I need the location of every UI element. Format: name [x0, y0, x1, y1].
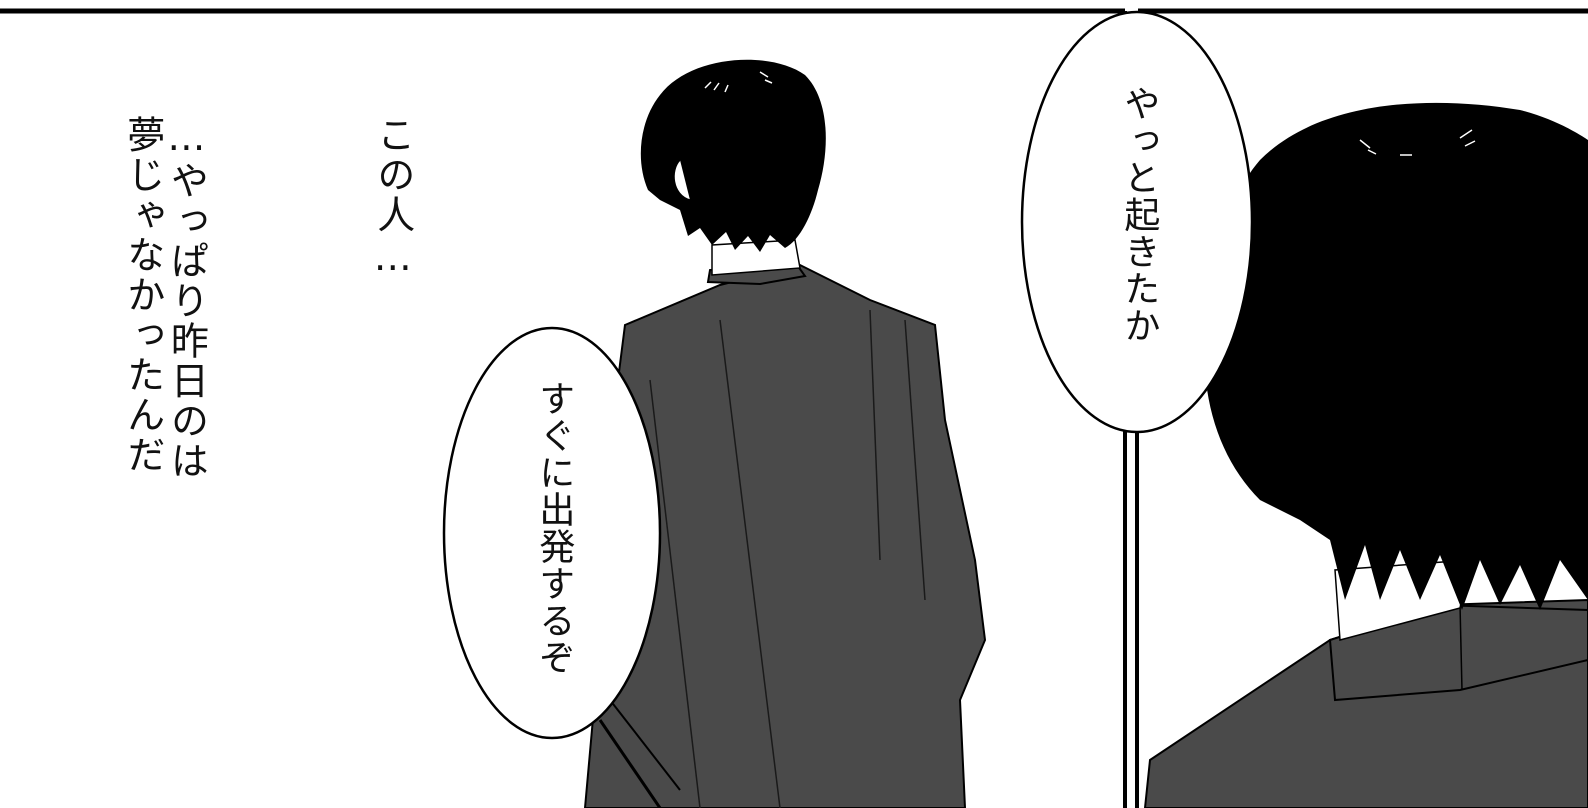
- figure-back-view: [583, 59, 987, 808]
- speech-bubble-2-shape: [1020, 10, 1254, 434]
- speech-bubble-2-text: やっと起きたか: [1118, 85, 1160, 344]
- thought-text: この人…: [370, 115, 415, 281]
- speech-bubble-1-text: すぐに出発するぞ: [533, 380, 575, 676]
- narration-line-2: 夢じゃなかったんだ: [120, 115, 165, 475]
- speech-bubble-1-shape: [442, 326, 662, 740]
- narration-line-1: …やっぱり昨日のは: [164, 115, 209, 481]
- figure-closeup-back: [1143, 102, 1588, 808]
- narration-text: …やっぱり昨日のは 夢じゃなかったんだ: [120, 115, 209, 481]
